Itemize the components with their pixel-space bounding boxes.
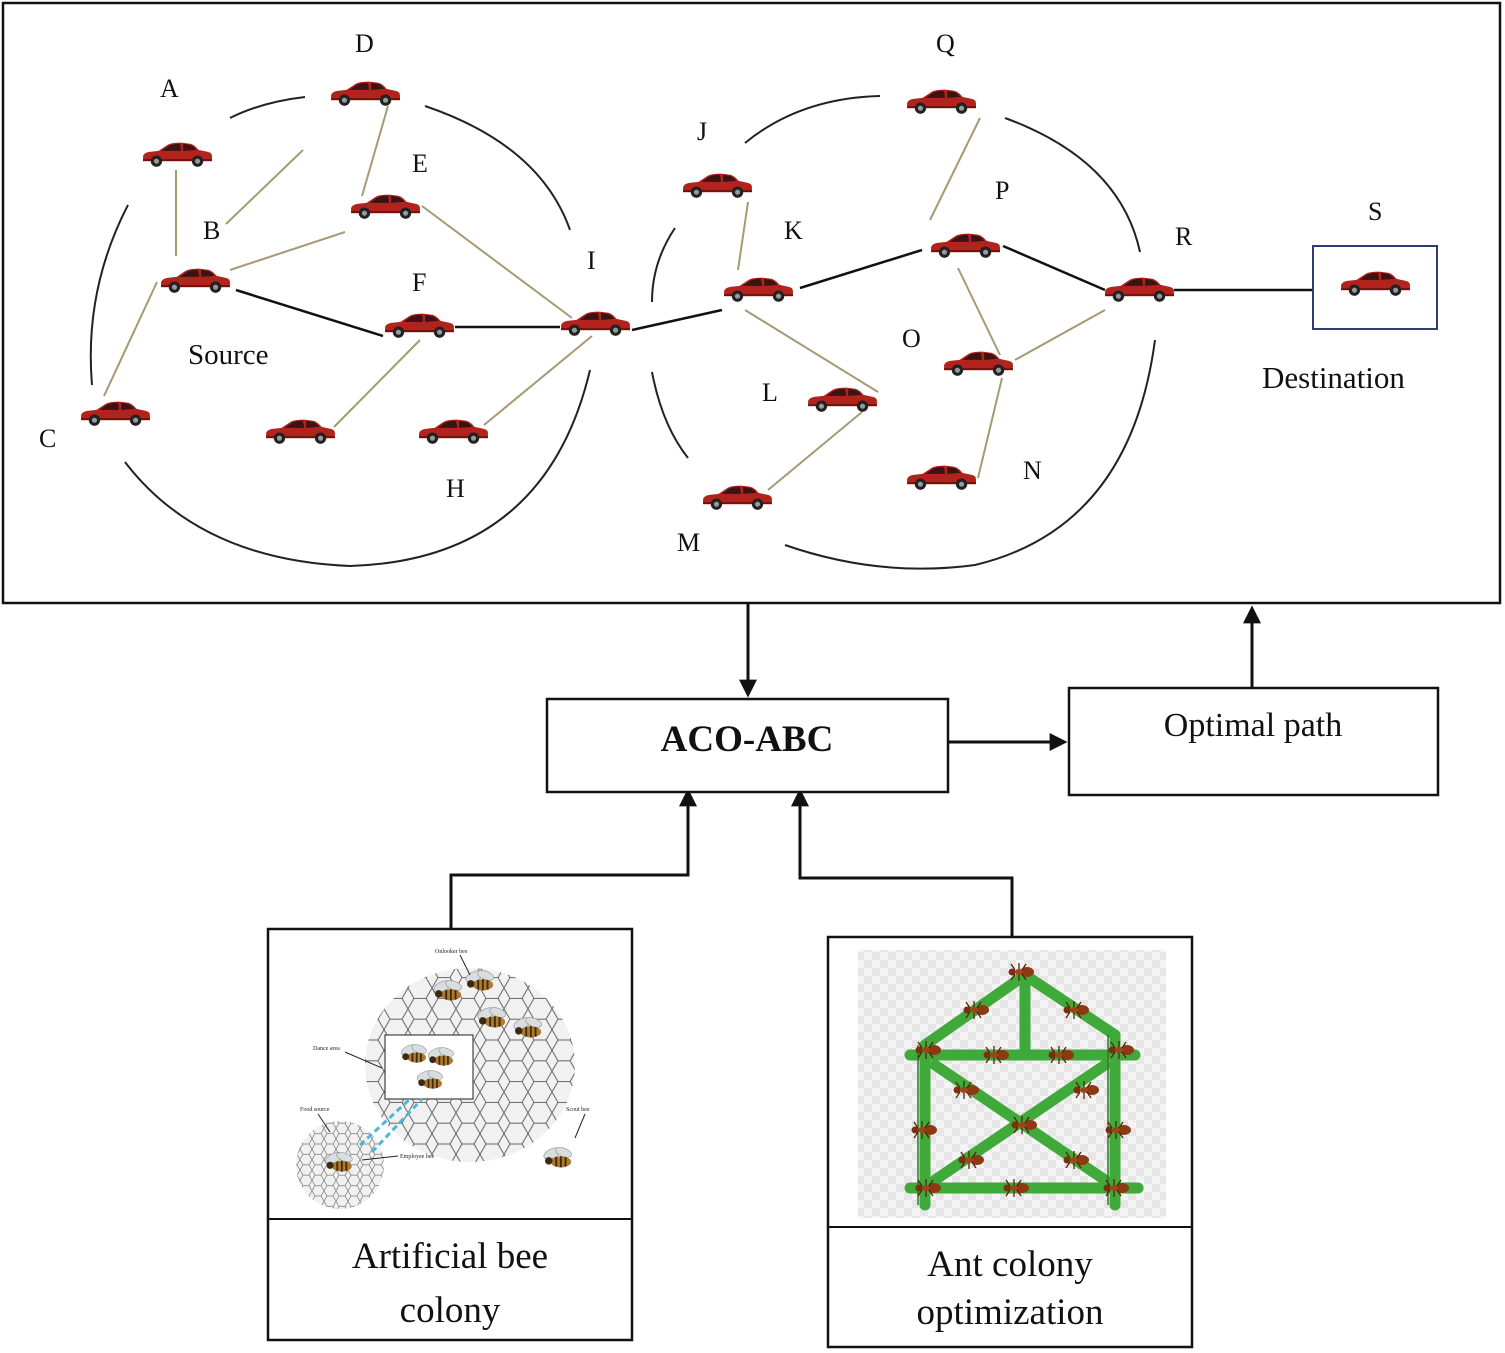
node-label-h: H: [446, 474, 465, 503]
network-panel: [1, 1, 1502, 605]
arrow-abc-to-hybrid: [449, 788, 697, 928]
arrow-aco-to-hybrid: [791, 788, 1014, 936]
employee-bee-label: Employee bee: [400, 1154, 434, 1160]
node-label-q: Q: [936, 29, 955, 58]
abc-box: Onlooker bee Dance area Food source Scou…: [266, 927, 634, 1342]
node-label-l: L: [762, 378, 778, 407]
aco-box: Ant colony optimization: [826, 935, 1194, 1349]
abc-label-line1: Artificial bee: [352, 1236, 548, 1277]
ant-colony-illustration: [858, 950, 1166, 1218]
node-label-a: A: [160, 74, 179, 103]
node-label-f: F: [412, 268, 426, 297]
node-label-p: P: [995, 176, 1009, 205]
bee-colony-illustration: Onlooker bee Dance area Food source Scou…: [296, 949, 590, 1209]
node-label-k: K: [784, 216, 803, 245]
source-label: Source: [188, 339, 269, 371]
onlooker-bee-label: Onlooker bee: [435, 949, 468, 955]
optimal-path-label: Optimal path: [1164, 707, 1342, 744]
dance-area-label: Dance area: [313, 1046, 340, 1052]
node-label-j: J: [697, 117, 707, 146]
node-label-r: R: [1175, 222, 1193, 251]
node-label-m: M: [677, 528, 700, 557]
aco-abc-label: ACO-ABC: [661, 719, 834, 760]
aco-abc-box: [545, 697, 950, 794]
node-labels: A D E B F I C H Q J P K R S O L N M Sour…: [39, 29, 1405, 557]
node-links: [103, 105, 1313, 491]
node-label-s: S: [1368, 197, 1382, 226]
node-label-i: I: [587, 246, 596, 275]
aco-label-line1: Ant colony: [927, 1244, 1093, 1285]
left-cluster-boundary: [89, 96, 591, 568]
node-label-b: B: [203, 216, 220, 245]
destination-label: Destination: [1262, 360, 1405, 395]
right-cluster-boundary: [651, 95, 1156, 570]
node-label-o: O: [902, 324, 921, 353]
optimal-path-box: [1067, 686, 1440, 797]
node-label-n: N: [1023, 456, 1042, 485]
food-source-label: Food source: [300, 1107, 330, 1113]
dance-area-box: [384, 1034, 474, 1100]
abc-label-line2: colony: [400, 1290, 501, 1331]
node-label-d: D: [355, 29, 374, 58]
aco-label-line2: optimization: [916, 1292, 1103, 1333]
node-label-e: E: [412, 149, 428, 178]
node-label-c: C: [39, 424, 56, 453]
scout-bee-label: Scout bee: [566, 1107, 590, 1113]
